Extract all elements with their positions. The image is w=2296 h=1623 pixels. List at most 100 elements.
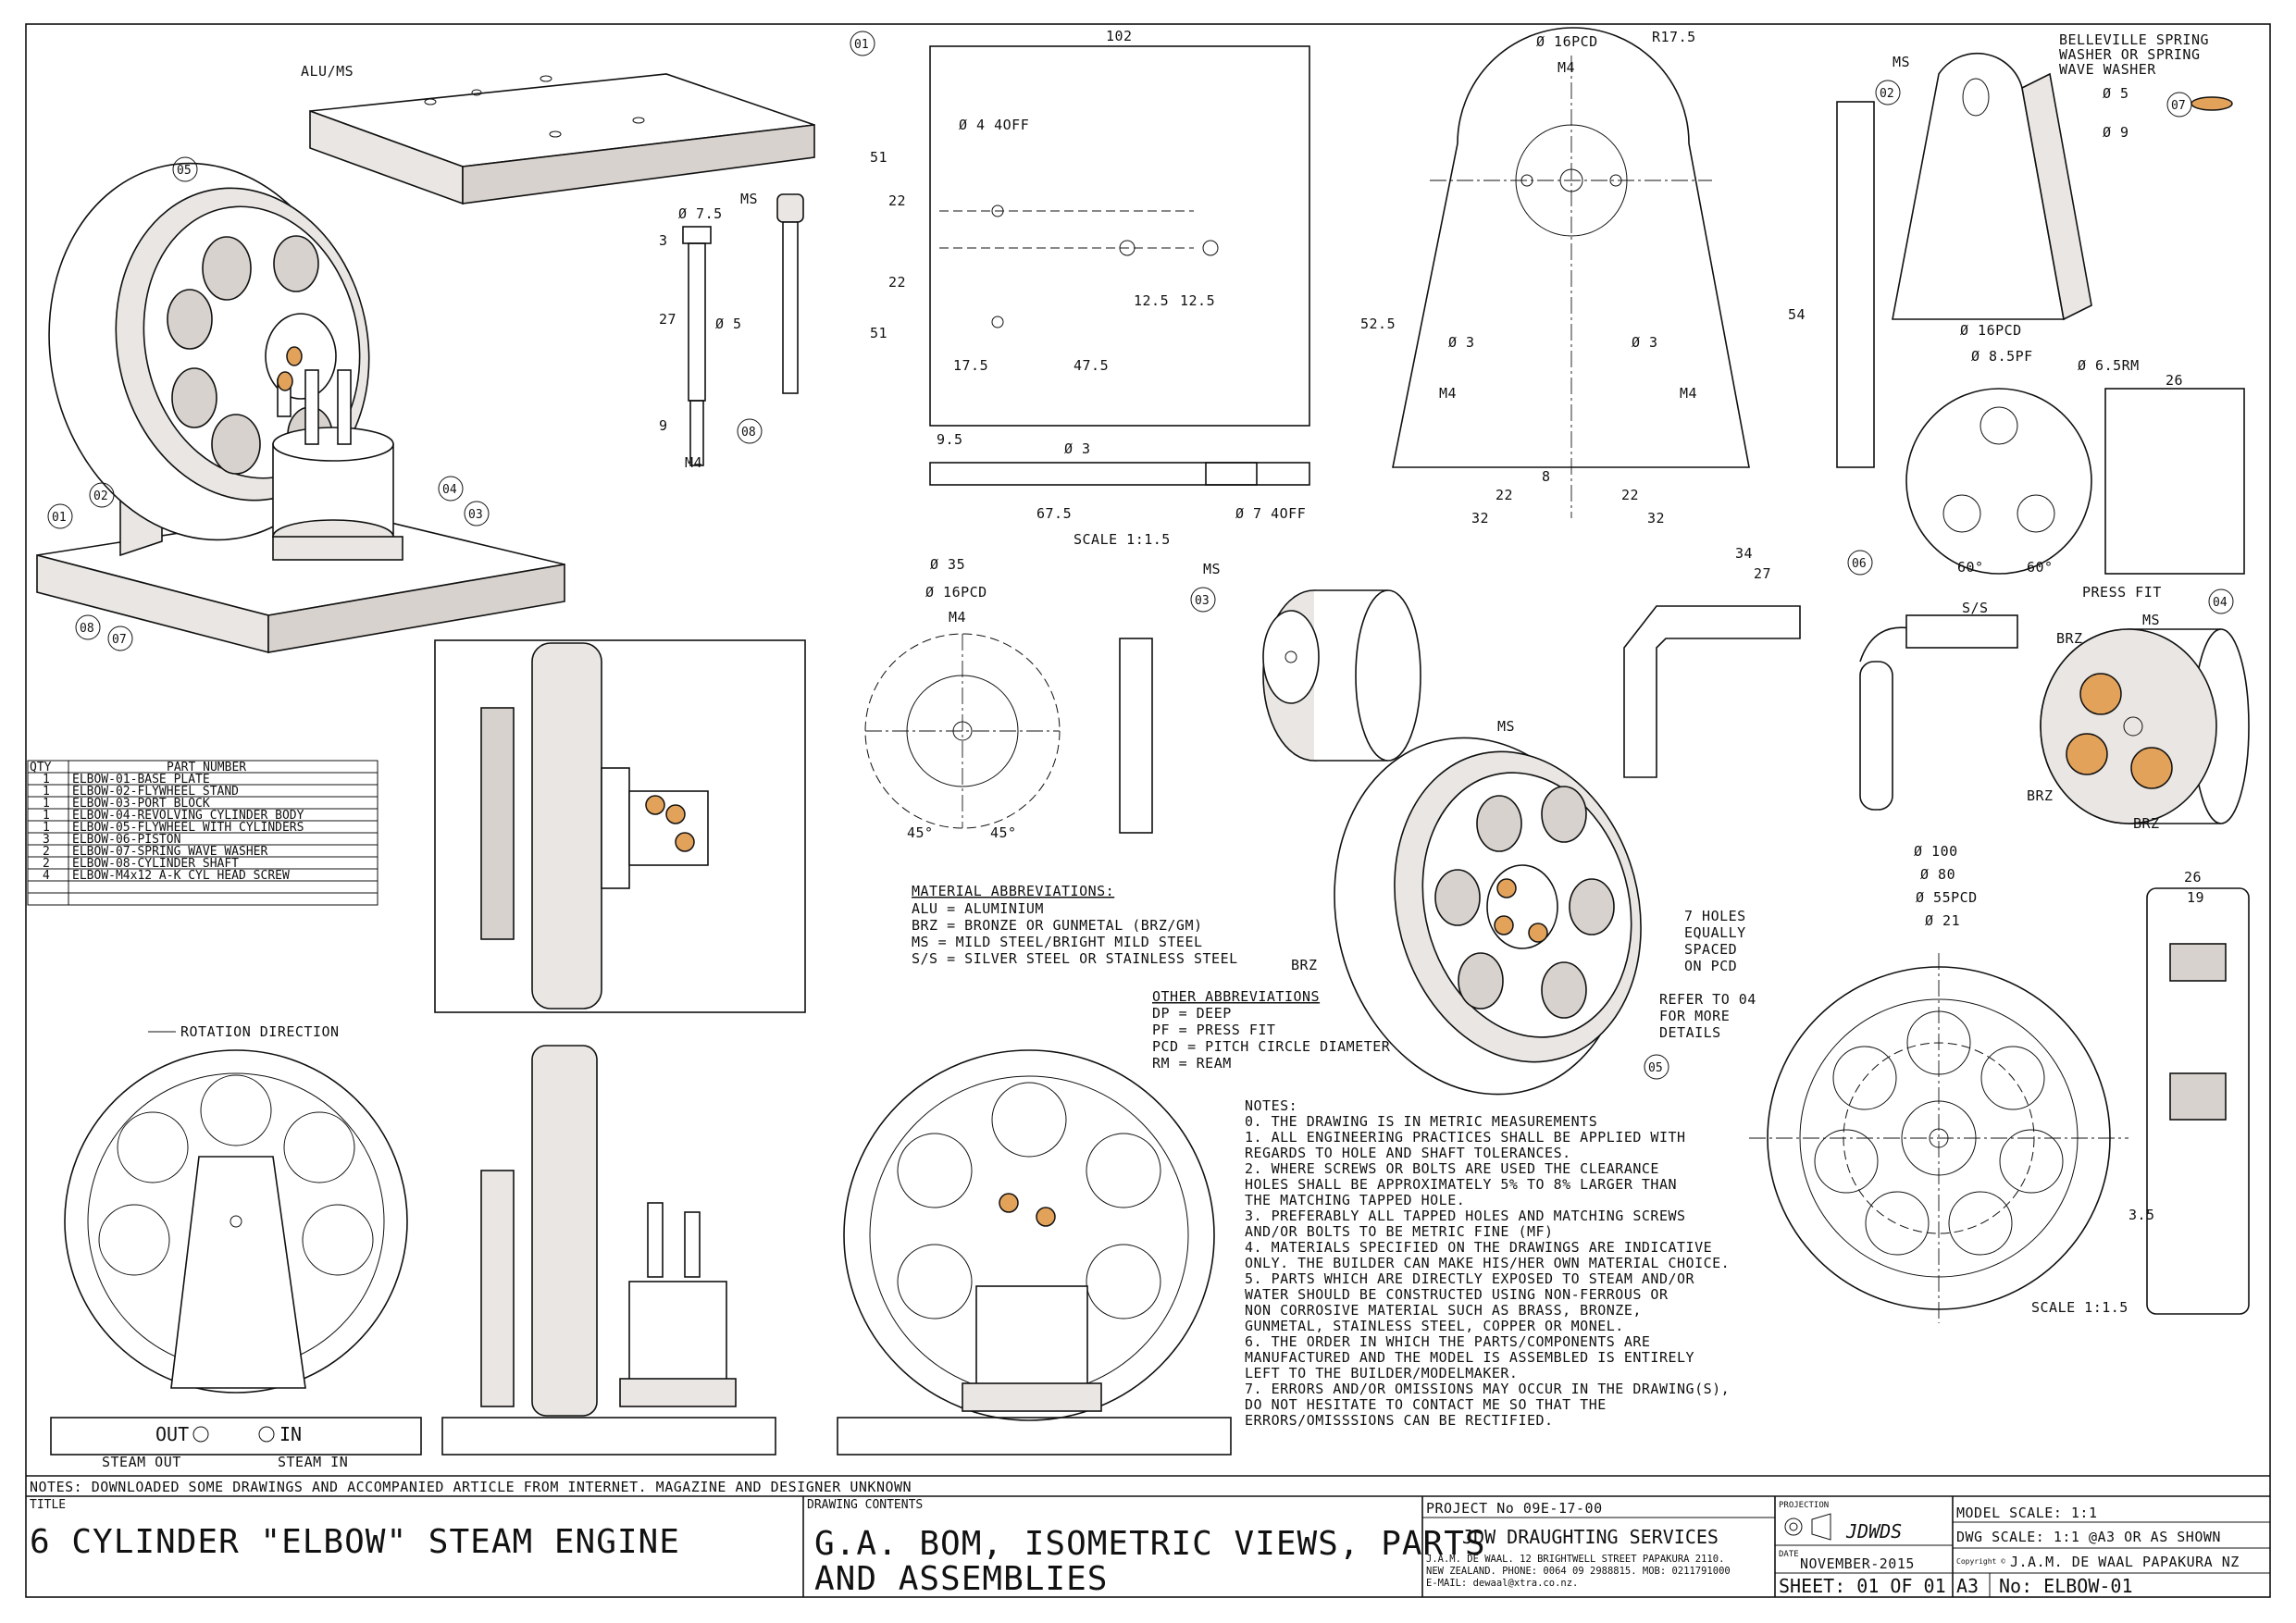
note-line: HOLES SHALL BE APPROXIMATELY 5% TO 8% LA… [1245, 1176, 1677, 1193]
address-line: E-MAIL: dewaal@xtra.co.nz. [1426, 1578, 1578, 1589]
dim: 67.5 [1036, 505, 1072, 522]
ms-label: MS [740, 191, 758, 207]
holes-note: EQUALLY [1684, 924, 1746, 941]
balloon-label: 04 [442, 483, 457, 497]
ms-label: MS [1203, 561, 1221, 577]
other-line: DP = DEEP [1152, 1005, 1232, 1022]
note-line: REGARDS TO HOLE AND SHAFT TOLERANCES. [1245, 1145, 1571, 1161]
brz-label: BRZ [1291, 957, 1318, 973]
contents-line-1: G.A. BOM, ISOMETRIC VIEWS, PARTS [814, 1525, 1486, 1563]
dim: Ø 55PCD [1916, 889, 1978, 906]
front-view: OUT IN STEAM OUT STEAM IN ROTATION DIREC… [50, 1023, 422, 1470]
note-line: ONLY. THE BUILDER CAN MAKE HIS/HER OWN M… [1245, 1255, 1730, 1271]
port-block-isometric [1262, 589, 1421, 762]
note-line: 6. THE ORDER IN WHICH THE PARTS/COMPONEN… [1245, 1333, 1650, 1350]
dim: 51 [870, 149, 887, 166]
steam-in-label: STEAM IN [278, 1454, 348, 1470]
date-value: NOVEMBER-2015 [1800, 1555, 1915, 1572]
bom-qty: 1 [43, 809, 50, 823]
address-line: NEW ZEALAND. PHONE: 0064 09 2988815. MOB… [1426, 1566, 1731, 1577]
bom-part: ELBOW-02-FLYWHEEL STAND [72, 785, 239, 799]
dim: Ø 16PCD [1536, 33, 1598, 50]
balloon-label: 07 [2171, 99, 2186, 113]
brz-label: BRZ [2027, 787, 2054, 804]
dim: Ø 9 [2103, 124, 2129, 141]
balloon-label: 05 [177, 164, 192, 178]
note-line: GUNMETAL, STAINLESS STEEL, COPPER OR MON… [1245, 1318, 1624, 1334]
balloon-label: 02 [1880, 87, 1894, 101]
out-label: OUT [155, 1423, 189, 1445]
brz-label: BRZ [2133, 815, 2160, 832]
copyright-label: Copyright © [1956, 1557, 2005, 1566]
bom-part: ELBOW-01-BASE PLATE [72, 773, 210, 787]
dim: M4 [949, 609, 966, 626]
dim: Ø 6.5RM [2078, 357, 2140, 374]
flywheel-stand-drawing: Ø 16PCD M4 R17.5 Ø 3 Ø 3 M4 M4 22 8 22 3… [1360, 27, 1875, 527]
dim: 26 [2166, 372, 2183, 389]
dim: 3.5 [2128, 1207, 2155, 1223]
note-line: MANUFACTURED AND THE MODEL IS ASSEMBLED … [1245, 1349, 1694, 1366]
note-line: THE MATCHING TAPPED HOLE. [1245, 1192, 1465, 1208]
note-line: NON CORROSIVE MATERIAL SUCH AS BRASS, BR… [1245, 1302, 1642, 1319]
copyright-value: J.A.M. DE WAAL PAPAKURA NZ [2010, 1554, 2240, 1570]
balloon-label: 02 [93, 489, 108, 503]
refer-note: DETAILS [1659, 1024, 1721, 1041]
alu-ms-label: ALU/MS [301, 63, 354, 80]
dim: 3 [659, 232, 668, 249]
scale-label: SCALE 1:1.5 [2031, 1299, 2128, 1316]
dim: 32 [1647, 510, 1665, 527]
dim: M4 [685, 454, 702, 471]
other-line: PCD = PITCH CIRCLE DIAMETER [1152, 1038, 1391, 1055]
steam-out-label: STEAM OUT [102, 1454, 181, 1470]
cylinder-shaft-drawing: Ø 7.5 3 27 Ø 5 9 M4 [659, 193, 804, 471]
bom-qty: 4 [43, 869, 50, 883]
title-label: TITLE [30, 1498, 66, 1512]
dim: 27 [1754, 565, 1771, 582]
dim: 52.5 [1360, 316, 1396, 332]
in-label: IN [279, 1423, 302, 1445]
refer-note: REFER TO 04 [1659, 991, 1756, 1008]
note-line: DO NOT HESITATE TO CONTACT ME SO THAT TH… [1245, 1396, 1607, 1413]
bom-part: ELBOW-05-FLYWHEEL WITH CYLINDERS [72, 821, 304, 835]
note-line: AND/OR BOLTS TO BE METRIC FINE (MF) [1245, 1223, 1554, 1240]
dim: Ø 16PCD [925, 584, 987, 601]
dim: Ø 5 [715, 316, 742, 332]
base-plate-isometric [309, 73, 815, 205]
material-line: MS = MILD STEEL/BRIGHT MILD STEEL [912, 934, 1203, 950]
bom-qty: 2 [43, 845, 50, 859]
washer-note: BELLEVILLE SPRING [2059, 31, 2209, 48]
bom-part: ELBOW-06-PISTON [72, 833, 180, 847]
cylinder-body-drawing: Ø 16PCD Ø 8.5PF Ø 6.5RM 26 60° 60° PRESS… [1905, 322, 2245, 601]
balloon-label: 07 [112, 633, 127, 647]
dim: M4 [1558, 59, 1575, 76]
date-label: DATE [1779, 1550, 1799, 1559]
dim: Ø 80 [1920, 866, 1955, 883]
rear-view-bottom [837, 1049, 1232, 1456]
callout-labels: ALU/MS MS MS MS MS BRZ BRZ BRZ [301, 54, 2160, 832]
dim: 51 [870, 325, 887, 341]
balloon-label: 05 [1648, 1061, 1663, 1075]
dim: Ø 7 4OFF [1235, 505, 1306, 522]
ms-label: MS [2142, 612, 2160, 628]
note-line: WATER SHOULD BE CONSTRUCTED USING NON-FE… [1245, 1286, 1669, 1303]
note-line: 7. ERRORS AND/OR OMISSIONS MAY OCCUR IN … [1245, 1381, 1730, 1397]
ms-label: MS [1893, 54, 1910, 70]
contents-label: DRAWING CONTENTS [807, 1498, 923, 1512]
dim: Ø 3 [1632, 334, 1658, 351]
title-block: TITLE 6 CYLINDER "ELBOW" STEAM ENGINE DR… [30, 1496, 2270, 1598]
dim: M4 [1680, 385, 1697, 402]
dim: 45° [990, 824, 1017, 841]
dim: Ø 5 [2103, 85, 2129, 102]
washer-note: WAVE WASHER [2059, 61, 2156, 78]
dim: Ø 35 [930, 556, 965, 573]
bom-part: ELBOW-04-REVOLVING CYLINDER BODY [72, 809, 304, 823]
logo-text: JDWDS [1845, 1520, 1902, 1542]
balloon-label: 08 [80, 622, 94, 636]
holes-note: ON PCD [1684, 958, 1737, 974]
dim: Ø 100 [1914, 843, 1958, 860]
balloon-label: 06 [1852, 557, 1867, 571]
dim: 22 [888, 274, 906, 291]
flywheel-drawing: Ø 100 Ø 80 Ø 55PCD Ø 21 26 19 3.5 7 HOLE… [1659, 843, 2250, 1323]
dim: 60° [1957, 559, 1984, 576]
material-line: S/S = SILVER STEEL OR STAINLESS STEEL [912, 950, 1238, 967]
